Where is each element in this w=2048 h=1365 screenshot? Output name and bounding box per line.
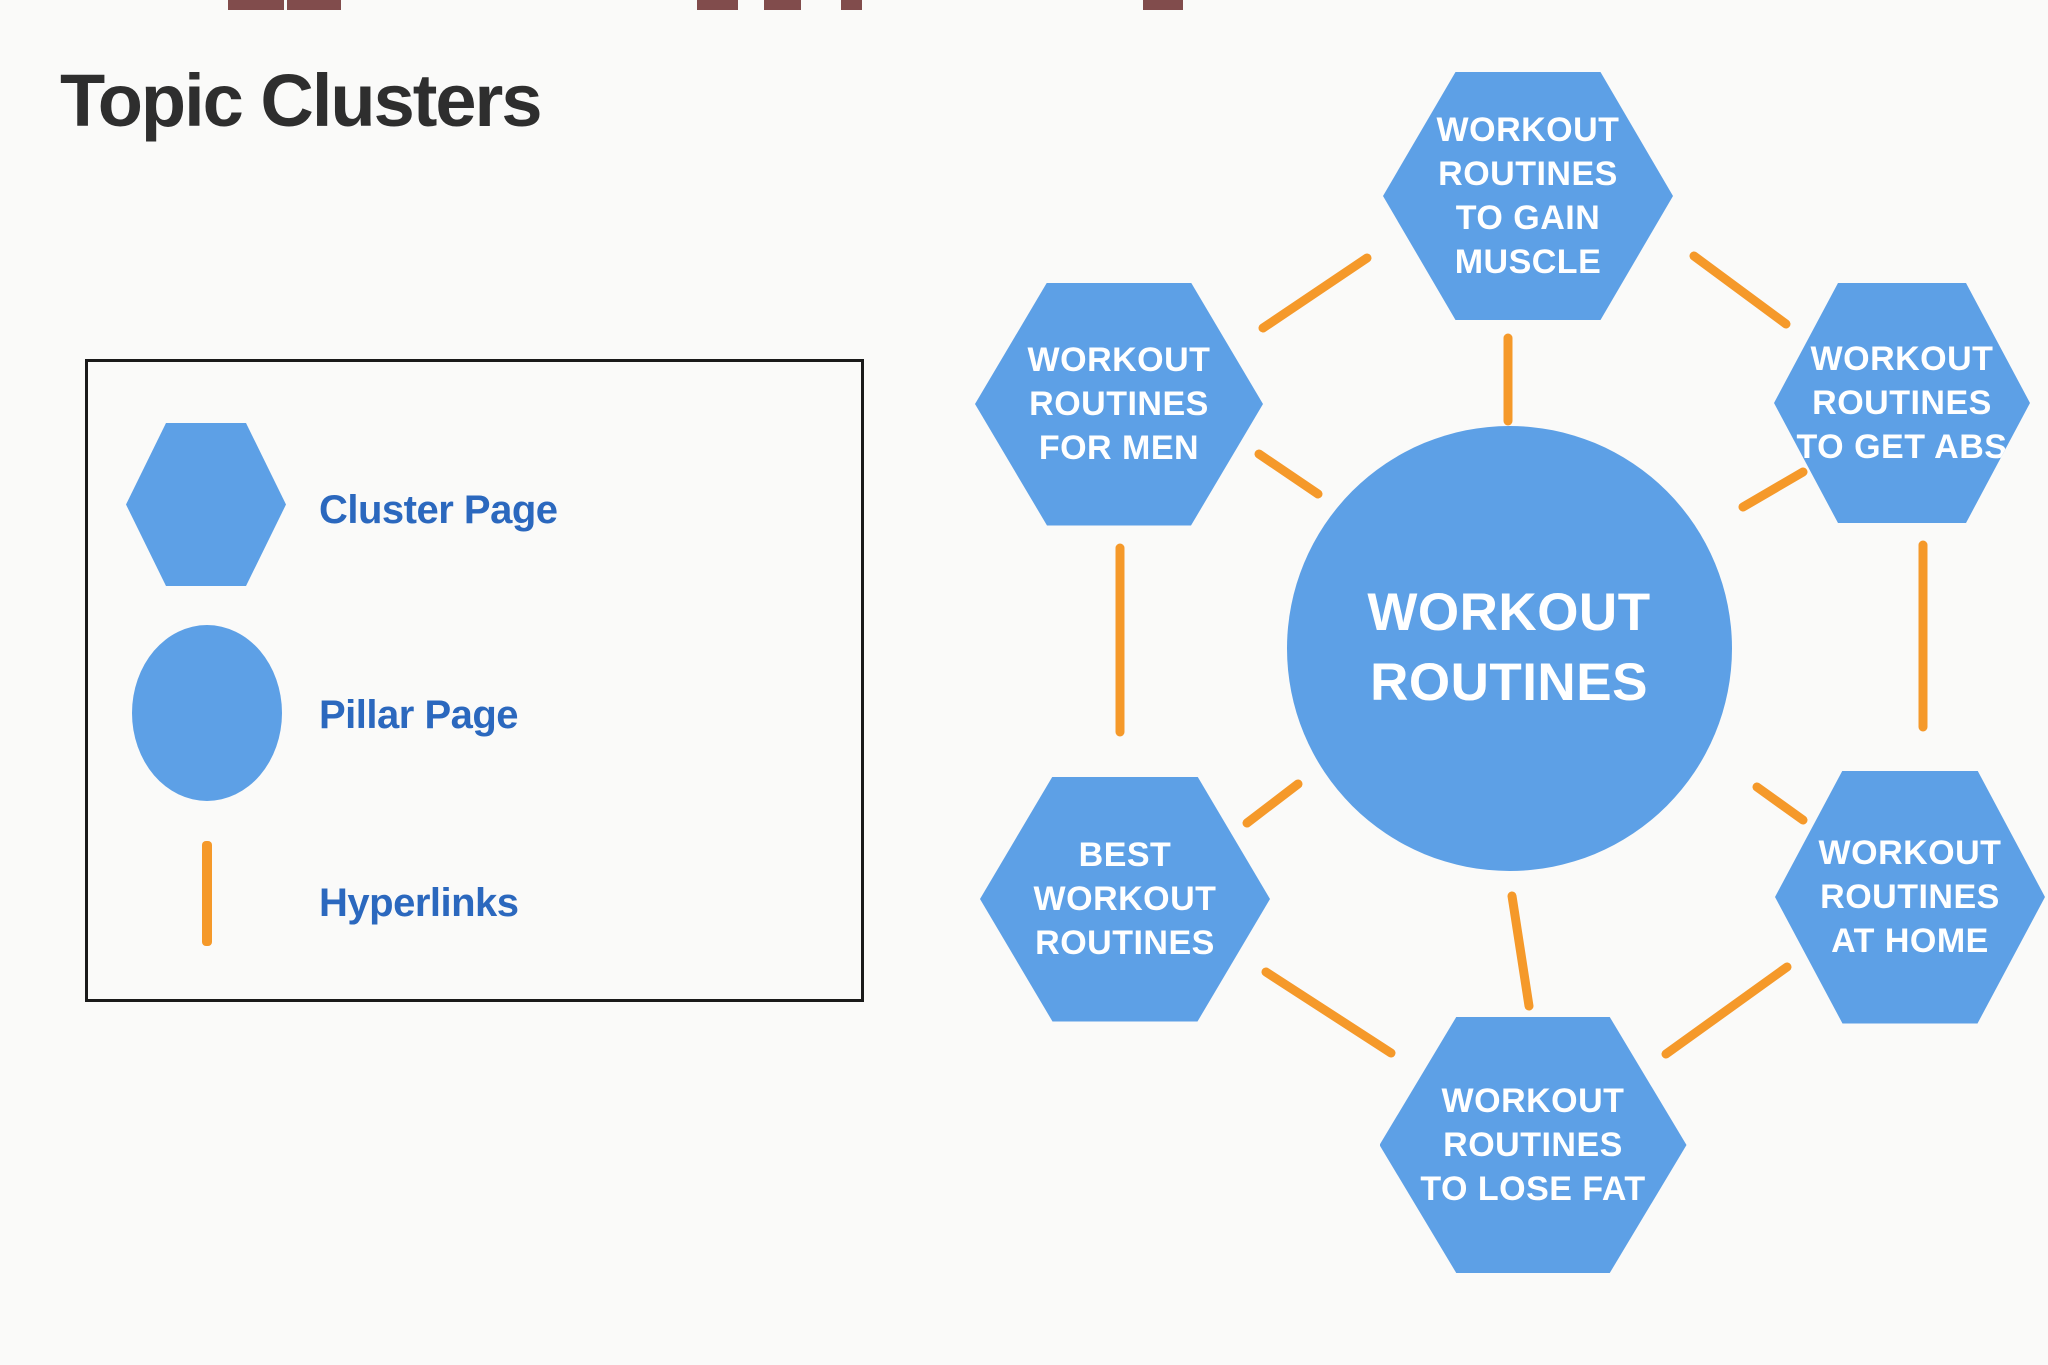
hyperlink-line-spoke-for-men [1254,449,1323,499]
pillar-page-node: WORKOUT ROUTINES [1286,425,1732,871]
top-edge-artifact [697,0,738,10]
legend-label-hyperlinks: Hyperlinks [319,881,519,925]
legend-label-pillar-page: Pillar Page [319,693,519,737]
top-edge-artifact [764,0,801,10]
cluster-node-lose-fat: WORKOUT ROUTINES TO LOSE FAT [1379,1017,1687,1273]
top-edge-artifact [1143,0,1183,10]
top-edge-artifact [287,0,341,10]
hyperlink-line-spoke-at-home [1752,782,1808,825]
page-title: Topic Clusters [60,59,542,142]
top-edge-artifact [228,0,284,10]
cluster-node-at-home: WORKOUT ROUTINES AT HOME [1775,770,2045,1024]
hyperlink-line-spoke-get-abs [1738,467,1808,512]
hyperlink-line-ring-fat-best [1261,967,1396,1058]
cluster-node-get-abs: WORKOUT ROUTINES TO GET ABS [1774,283,2030,523]
top-edge-artifact [841,0,862,10]
cluster-node-for-men: WORKOUT ROUTINES FOR MEN [975,282,1263,526]
hyperlink-line-spoke-best [1242,779,1303,828]
hyperlink-line-ring-gain-abs [1689,251,1791,329]
hyperlink-line-ring-home-fat [1661,962,1792,1059]
cluster-node-gain-muscle: WORKOUT ROUTINES TO GAIN MUSCLE [1383,72,1673,320]
legend-label-cluster-page: Cluster Page [319,488,558,532]
cluster-page-hexagon-icon [126,423,286,586]
pillar-page-circle-icon [132,625,282,801]
legend: Cluster Page Pillar Page Hyperlinks [85,359,864,1002]
hyperlink-line-ring-men-gain [1258,253,1372,333]
hyperlink-line-icon [202,841,212,946]
hyperlink-line-spoke-lose-fat [1507,891,1534,1011]
cluster-node-best: BEST WORKOUT ROUTINES [980,776,1270,1022]
